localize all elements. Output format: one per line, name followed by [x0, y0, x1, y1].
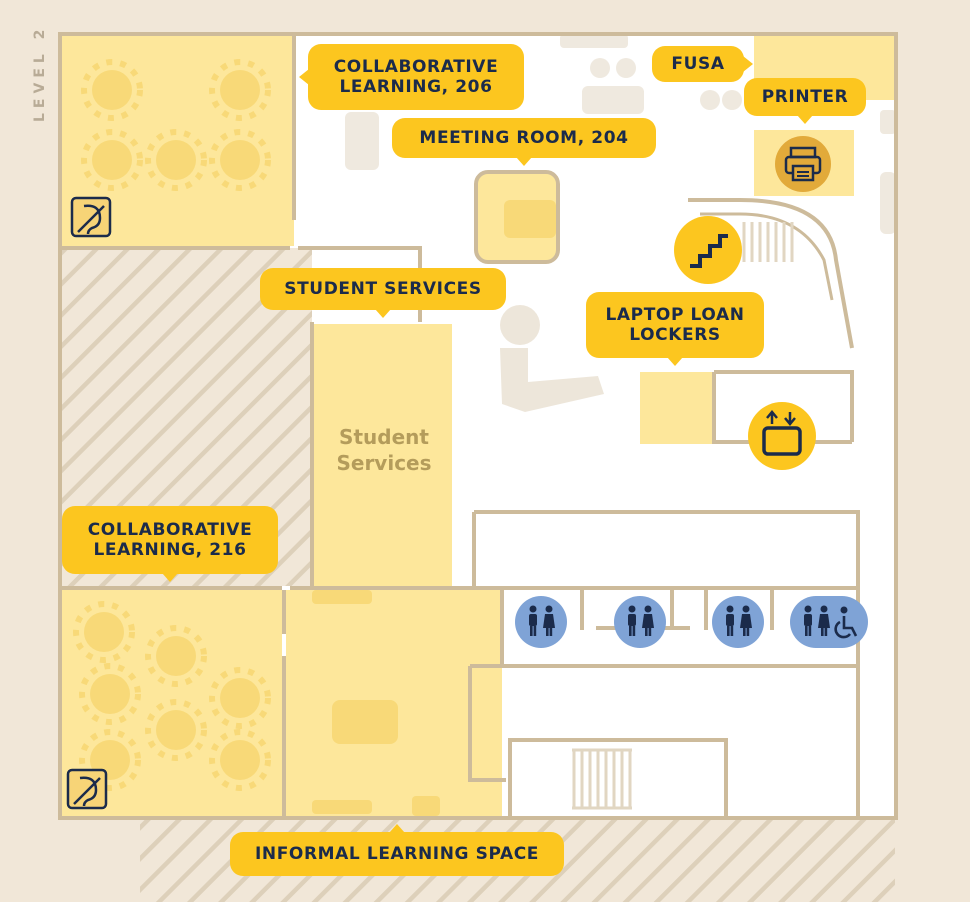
callout-meeting-room-204[interactable]: MEETING ROOM, 204 [392, 118, 656, 166]
level-label: LEVEL 2 [32, 25, 48, 122]
table-group-216 [73, 601, 271, 791]
stairs-icon [674, 216, 742, 284]
accessible-toilet-icon [790, 596, 868, 648]
callout-fusa[interactable]: FUSA [652, 46, 753, 82]
toilets-icon [515, 596, 567, 648]
stairwell-upper [688, 198, 854, 349]
meeting-table [504, 200, 556, 238]
hearing-loop-icon [70, 196, 112, 238]
student-services-room-label: Student Services [336, 425, 432, 475]
stairwell-lower [572, 748, 632, 810]
callout-printer[interactable]: PRINTER [744, 78, 866, 124]
lounge-seating [500, 305, 604, 412]
svg-text:LEVEL 2: LEVEL 2 [32, 25, 48, 122]
toilets-icon [712, 596, 764, 648]
callout-collaborative-learning-216[interactable]: COLLABORATIVE LEARNING, 216 [62, 506, 278, 582]
callout-informal-learning-space[interactable]: INFORMAL LEARNING SPACE [230, 824, 564, 876]
laptop-lockers-area [640, 372, 714, 444]
informal-furniture [312, 590, 440, 816]
callout-laptop-loan-lockers[interactable]: LAPTOP LOAN LOCKERS [586, 292, 764, 366]
printer-icon [775, 136, 831, 192]
callout-collaborative-learning-206[interactable]: COLLABORATIVE LEARNING, 206 [299, 44, 524, 110]
hearing-loop-icon [66, 768, 108, 810]
callout-student-services[interactable]: STUDENT SERVICES [260, 268, 506, 318]
room-student-services [314, 324, 452, 586]
toilets-icon [614, 596, 666, 648]
elevator-icon [748, 402, 816, 470]
table-group-206 [81, 59, 271, 191]
